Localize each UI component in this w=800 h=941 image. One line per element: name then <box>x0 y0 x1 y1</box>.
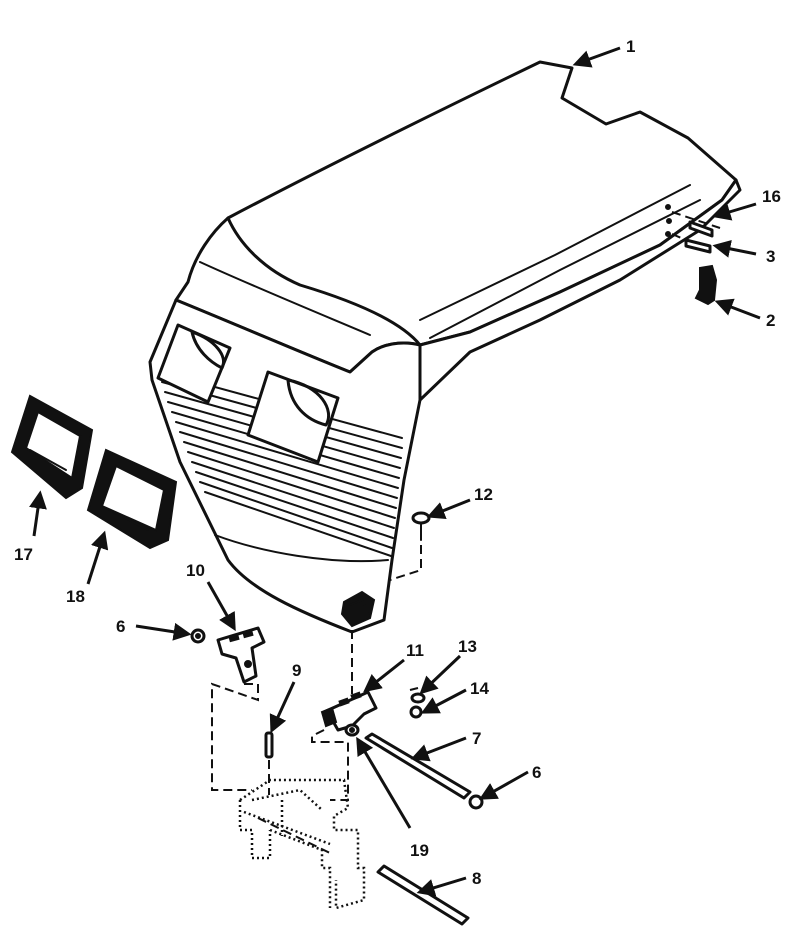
callout-14: 14 <box>470 679 489 698</box>
pin-9 <box>264 731 274 795</box>
clip-6-right <box>468 794 484 810</box>
right-headlight-lens <box>286 378 331 427</box>
callout-7: 7 <box>472 729 481 748</box>
right-headlight-opening <box>246 370 340 464</box>
callout-6-right: 6 <box>532 763 541 782</box>
hood-latch-inner <box>349 598 369 613</box>
callout-8: 8 <box>472 869 481 888</box>
callout-arrows <box>29 46 761 897</box>
callout-16: 16 <box>762 187 781 206</box>
leader-10-down <box>211 682 259 791</box>
nut-6-left <box>190 628 206 644</box>
hood-latch-knob <box>340 590 376 628</box>
callout-11: 11 <box>406 641 424 660</box>
callout-13: 13 <box>458 637 477 656</box>
hood-side-panel <box>418 178 742 402</box>
callout-6-left: 6 <box>116 617 125 636</box>
hood-crease-line-2 <box>419 184 691 321</box>
rear-hardware <box>665 204 721 306</box>
bracket-11 <box>320 690 378 732</box>
hood-assembly <box>148 60 742 634</box>
bracket-2 <box>694 264 718 306</box>
callout-10: 10 <box>186 561 205 580</box>
callout-1: 1 <box>626 37 635 56</box>
nut-14 <box>409 705 423 719</box>
callout-17: 17 <box>14 545 33 564</box>
leader-11-frame <box>311 729 349 801</box>
callout-labels: 1 2 3 6 6 7 8 9 10 11 12 13 14 16 17 18 … <box>14 37 781 888</box>
callout-9: 9 <box>292 661 301 680</box>
pin-16 <box>688 220 714 238</box>
headlight-bezel-17 <box>10 394 94 500</box>
hood-apron-line <box>214 534 389 563</box>
headlight-bezel-18 <box>86 448 178 550</box>
hood-nose-inner <box>199 261 371 336</box>
callout-3: 3 <box>766 247 775 266</box>
callout-12: 12 <box>474 485 493 504</box>
callout-2: 2 <box>766 311 775 330</box>
callout-18: 18 <box>66 587 85 606</box>
washer-19 <box>344 723 360 737</box>
washer-13 <box>410 692 426 704</box>
pin-3 <box>684 238 712 254</box>
left-headlight-lens <box>190 330 225 370</box>
shaft-7 <box>364 732 472 800</box>
hood-grille-face <box>148 298 422 634</box>
rod-8 <box>257 817 470 926</box>
callout-19: 19 <box>410 841 429 860</box>
hood-crease-line <box>429 199 701 339</box>
bolt-12 <box>389 511 431 581</box>
bracket-10 <box>216 626 266 684</box>
